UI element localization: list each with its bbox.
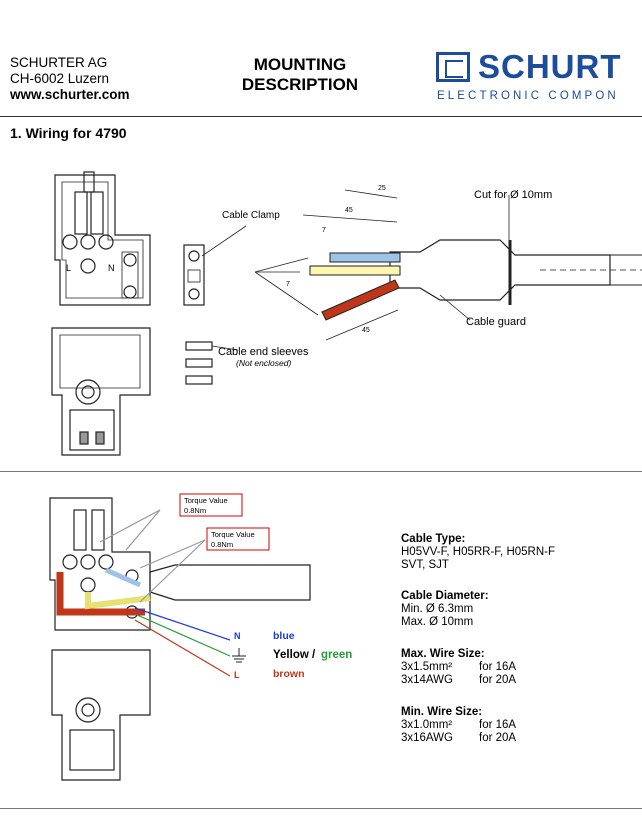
diameter-min: Min. Ø 6.3mm [401,603,474,615]
dimension-25: 25 [378,185,386,192]
wiring-figure-1: Cable Clamp Cut for Ø 10mm Cable guard C… [51,171,642,456]
color-yellow: Yellow / [273,649,316,661]
company-address: SCHURTER AG CH-6002 Luzern www.schurter.… [10,55,130,103]
wire-brown-installed [56,572,145,616]
torque-box-1 [179,493,243,517]
torque-2-value: 0.8Nm [211,540,233,549]
title-line-2: DESCRIPTION [241,75,359,94]
wire-brown [321,279,400,321]
logo-subtitle: ELECTRONIC COMPON [437,90,619,102]
company-city: CH-6002 Luzern [10,71,110,86]
wire-N-label: N [234,631,241,641]
diameter-title: Cable Diameter: [401,590,489,602]
logo-text: SCHURT [478,48,622,85]
ground-icon [232,648,246,663]
wire-rating: for 20A [479,732,517,744]
dimension-45-top: 45 [345,207,353,214]
connector-housing [51,327,151,456]
company-url[interactable]: www.schurter.com [10,87,130,102]
wire-yellow-installed [85,592,151,610]
header-divider [0,116,642,117]
color-brown: brown [273,668,305,680]
cable-clamp-part [183,244,205,306]
cable-type-title: Cable Type: [401,533,466,545]
footer-divider [0,808,642,809]
company-name: SCHURTER AG [10,55,108,70]
wire-rating: for 16A [479,719,517,731]
color-blue: blue [273,630,295,642]
document-title: MOUNTING DESCRIPTION [200,55,400,95]
min-wire-row: 3x16AWG for 20A [401,732,516,745]
wire-rating: for 20A [479,674,517,686]
wire-size: 3x1.5mm² [401,661,453,673]
wire-size: 3x1.0mm² [401,719,453,731]
color-green: green [321,649,352,661]
wire-L-label: L [234,670,240,680]
dimension-45-bottom: 45 [362,327,370,334]
diameter-max: Max. Ø 10mm [401,616,474,628]
title-line-1: MOUNTING [253,55,347,74]
torque-2-label: Torque Value [211,530,255,539]
cable-type-block: Cable Type: H05VV-F, H05RR-F, H05RN-F SV… [401,533,555,572]
min-wire-row: 3x1.0mm² for 16A [401,719,516,732]
max-wire-block: Max. Wire Size: 3x1.5mm² for 16A 3x14AWG f… [401,648,516,687]
logo-mark-icon [436,52,470,82]
wire-blue [329,252,401,263]
wire-blue-installed [104,567,142,588]
wire-size: 3x16AWG [401,732,453,744]
torque-box-2 [206,527,270,551]
not-enclosed-label: (Not enclosed) [236,358,291,368]
dimension-7-top: 7 [322,227,326,234]
cable-end-sleeves [185,341,213,385]
wire-rating: for 16A [479,661,517,673]
torque-1-label: Torque Value [184,496,228,505]
connector-top-view [54,171,151,306]
min-wire-title: Min. Wire Size: [401,706,483,718]
max-wire-row: 3x14AWG for 20A [401,674,516,687]
cable-type-line-2: SVT, SJT [401,559,449,571]
wiring-figure-2: Torque Value 0.8Nm Torque Value 0.8Nm N … [49,493,352,781]
terminal-L-label: L [66,263,71,273]
section-title: 1. Wiring for 4790 [10,125,127,141]
max-wire-row: 3x1.5mm² for 16A [401,661,516,674]
schurter-logo: SCHURT ELECTRONIC COMPON [436,48,621,102]
cut-label: Cut for Ø 10mm [474,189,552,201]
cable-guard-label: Cable guard [466,316,526,328]
cable-clamp-label: Cable Clamp [222,210,280,221]
max-wire-title: Max. Wire Size: [401,648,485,660]
torque-1-value: 0.8Nm [184,506,206,515]
wire-size: 3x14AWG [401,674,453,686]
section-divider [0,471,642,472]
dimension-7-mid: 7 [286,281,290,288]
min-wire-block: Min. Wire Size: 3x1.0mm² for 16A 3x16AWG f… [401,706,516,745]
wire-yellow [309,265,401,276]
cable-diameter-block: Cable Diameter: Min. Ø 6.3mm Max. Ø 10mm [401,590,489,629]
cable-type-line-1: H05VV-F, H05RR-F, H05RN-F [401,546,556,558]
cable-sleeves-label: Cable end sleeves [218,346,309,358]
stripped-cable [389,239,642,305]
terminal-N-label: N [108,263,115,273]
